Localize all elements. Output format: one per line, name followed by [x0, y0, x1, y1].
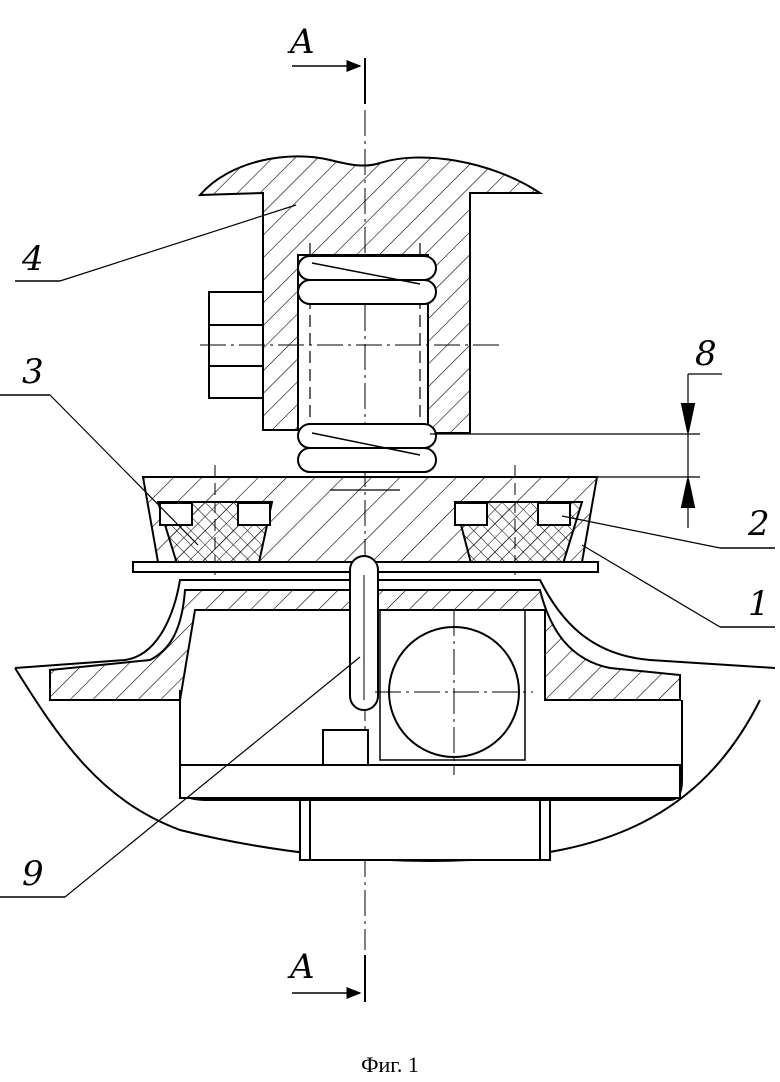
callout-2: 2 [747, 504, 770, 544]
callout-9: 9 [22, 854, 44, 894]
pin-part-9 [323, 556, 378, 765]
spring [298, 256, 436, 472]
leader-1-diag [582, 545, 720, 627]
roller [375, 610, 533, 775]
leader-4-diag [60, 205, 296, 281]
callout-1: 1 [748, 584, 770, 624]
callout-4: 4 [21, 239, 44, 279]
technical-drawing: A A 4 3 8 2 1 9 [0, 0, 780, 1040]
leader-3-diag [50, 395, 198, 545]
callout-8: 8 [695, 334, 717, 374]
figure-caption: Фиг. 1 [0, 1052, 780, 1078]
callout-3: 3 [22, 352, 44, 392]
section-label-top: A [287, 22, 315, 62]
section-label-bottom: A [287, 947, 315, 987]
section-mark-top [292, 58, 365, 104]
